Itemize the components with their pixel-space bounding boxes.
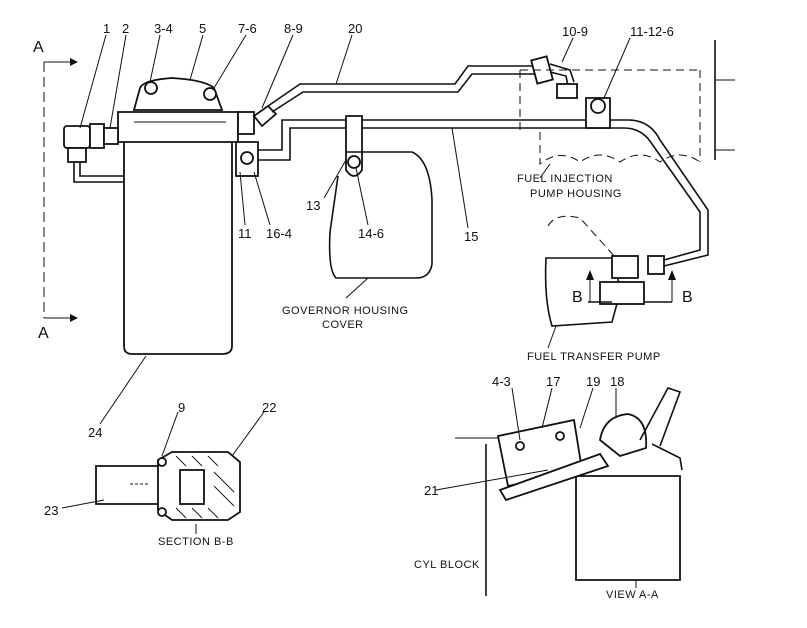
section-b-b-view <box>95 451 241 521</box>
filter-outlet-fitting <box>235 104 278 177</box>
label-15: 15 <box>464 229 478 244</box>
label-11-12-6: 11-12-6 <box>630 24 674 39</box>
label-4-3: 4-3 <box>492 374 511 389</box>
caption-fuel-injection-2: PUMP HOUSING <box>530 188 622 200</box>
label-22: 22 <box>262 400 276 415</box>
view-a-a <box>455 387 683 596</box>
part-labels: 1 2 3-4 5 7-6 8-9 20 10-9 11-12-6 11 16-… <box>33 21 693 518</box>
label-section-a-bottom: A <box>38 325 49 342</box>
caption-cyl-block: CYL BLOCK <box>414 559 480 571</box>
fuel-filter-canister <box>117 77 239 355</box>
label-11: 11 <box>238 226 252 241</box>
label-21: 21 <box>424 483 438 498</box>
label-section-b-left: B <box>572 289 583 306</box>
label-7-6: 7-6 <box>238 21 257 36</box>
label-23: 23 <box>44 503 58 518</box>
fuel-injection-pump-housing <box>519 40 735 166</box>
label-17: 17 <box>546 374 560 389</box>
inlet-fitting <box>63 123 124 183</box>
section-a-cut-line <box>43 58 78 322</box>
label-10-9: 10-9 <box>562 24 588 39</box>
leader-lines <box>61 34 637 588</box>
label-20: 20 <box>348 21 362 36</box>
caption-view-aa: VIEW A-A <box>606 589 659 601</box>
caption-fuel-transfer: FUEL TRANSFER PUMP <box>527 351 661 363</box>
label-1: 1 <box>103 21 110 36</box>
label-14-6: 14-6 <box>358 226 384 241</box>
label-3-4: 3-4 <box>154 21 173 36</box>
label-19: 19 <box>586 374 600 389</box>
caption-governor-2: COVER <box>322 319 364 331</box>
fuel-transfer-pump <box>544 215 676 327</box>
line-clamp <box>345 115 363 177</box>
captions: FUEL INJECTION PUMP HOUSING GOVERNOR HOU… <box>158 173 661 601</box>
label-section-b-right: B <box>682 289 693 306</box>
label-5: 5 <box>199 21 206 36</box>
label-section-a-top: A <box>33 39 44 56</box>
label-18: 18 <box>610 374 624 389</box>
label-13: 13 <box>306 198 320 213</box>
label-9: 9 <box>178 400 185 415</box>
caption-section-bb: SECTION B-B <box>158 536 234 548</box>
label-16-4: 16-4 <box>266 226 292 241</box>
caption-fuel-injection-1: FUEL INJECTION <box>517 173 613 185</box>
label-2: 2 <box>122 21 129 36</box>
fuel-line-15 <box>258 119 709 275</box>
fuel-line-20 <box>267 55 578 113</box>
caption-governor-1: GOVERNOR HOUSING <box>282 305 409 317</box>
label-8-9: 8-9 <box>284 21 303 36</box>
label-24: 24 <box>88 425 102 440</box>
governor-housing-cover <box>328 151 433 279</box>
